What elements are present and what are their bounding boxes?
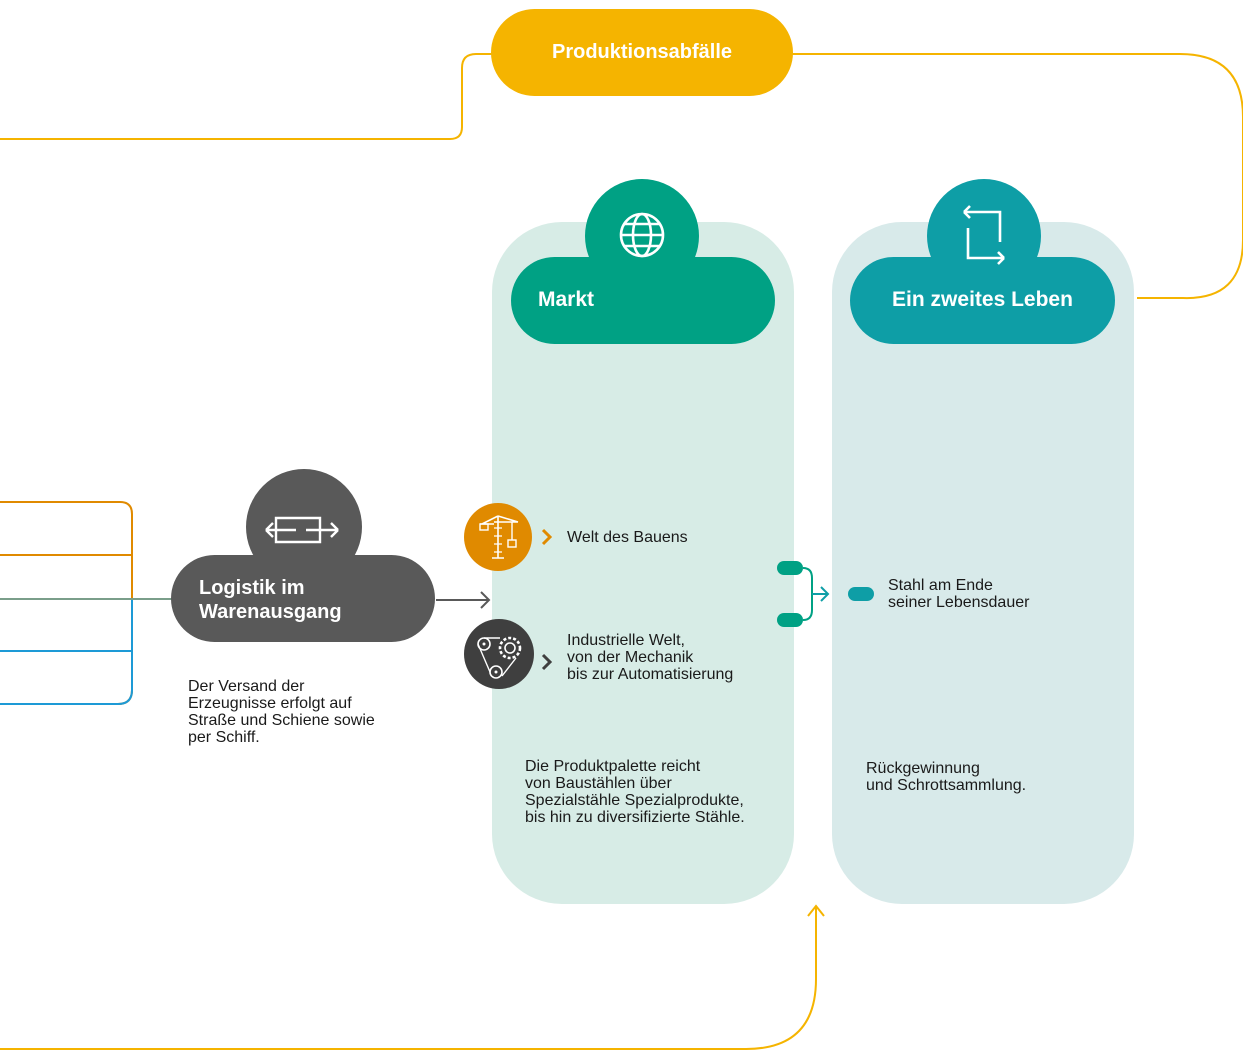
gears-icon <box>474 628 526 680</box>
recycle-arrows-icon <box>956 202 1012 268</box>
production-waste-return-line <box>0 53 1243 300</box>
markt-item-industry[interactable]: Industrielle Welt, von der Mechanik bis … <box>567 632 734 683</box>
logistik-title-line2: Warenausgang <box>199 601 342 623</box>
zweites-leben-description: Rückgewinnung und Schrottsammlung. <box>866 760 1027 794</box>
markt-panel <box>492 222 794 904</box>
zweites-leben-item-pill <box>848 587 874 601</box>
logistik-description: Der Versand der Erzeugnisse erfolgt auf … <box>188 678 375 746</box>
production-waste-label: Produktionsabfälle <box>551 41 733 63</box>
logistik-title: Logistik im Warenausgang <box>199 576 342 624</box>
zweites-leben-item[interactable]: Stahl am Ende seiner Lebensdauer <box>888 577 1030 611</box>
zweites-leben-panel <box>832 222 1134 904</box>
zweites-leben-title: Ein zweites Leben <box>892 288 1073 311</box>
bottom-return-arrowhead <box>807 904 825 917</box>
transfer-arrows-icon <box>262 512 342 548</box>
globe-icon <box>617 210 667 260</box>
left-bracket-orange <box>0 501 133 705</box>
crane-icon <box>474 514 522 560</box>
markt-title: Markt <box>538 288 595 311</box>
bottom-return-line <box>0 907 817 1050</box>
production-waste-node[interactable]: Produktionsabfälle <box>491 9 793 96</box>
left-bracket-blue <box>0 600 133 705</box>
markt-description: Die Produktpalette reicht von Baustählen… <box>525 758 745 826</box>
markt-item-construction[interactable]: Welt des Bauens <box>567 529 688 546</box>
gears-icon-bg <box>464 619 534 689</box>
logistik-title-line1: Logistik im <box>199 577 305 599</box>
